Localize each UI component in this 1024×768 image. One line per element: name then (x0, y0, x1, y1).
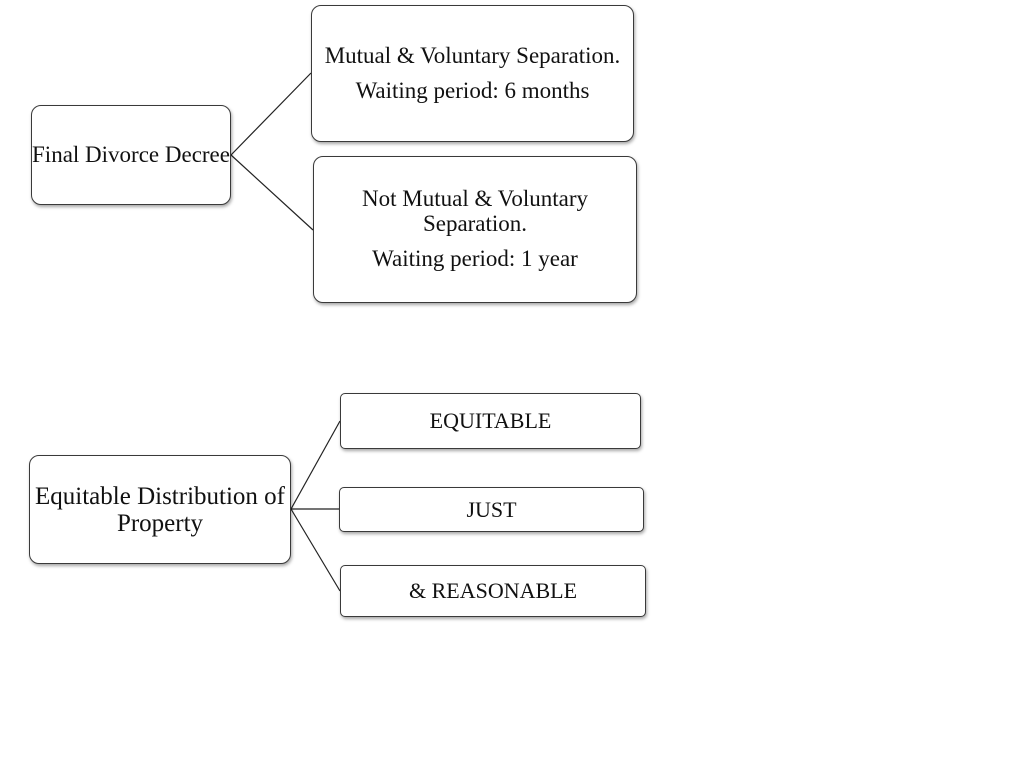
node-equitable-label: EQUITABLE (429, 408, 552, 434)
node-final-divorce-decree: Final Divorce Decree (31, 105, 231, 205)
node-equitable: EQUITABLE (340, 393, 641, 449)
connector-equitable-to-reasonable (290, 508, 341, 592)
connector-final-to-not-mutual (230, 154, 314, 231)
node-just: JUST (339, 487, 644, 532)
node-not-mutual-waiting-period: Waiting period: 1 year (372, 245, 578, 271)
node-equitable-distribution-label: Equitable Distribution of Property (35, 482, 285, 537)
connector-equitable-to-equitable (290, 420, 341, 510)
connector-final-to-mutual (230, 72, 312, 156)
node-mutual-voluntary-separation: Mutual & Voluntary Separation. Waiting p… (311, 5, 634, 142)
node-not-mutual-title: Not Mutual & Voluntary Separation. (362, 186, 588, 237)
node-mutual-title: Mutual & Voluntary Separation. (324, 42, 621, 68)
node-just-label: JUST (466, 496, 517, 522)
node-reasonable: & REASONABLE (340, 565, 646, 617)
node-not-mutual-voluntary-separation: Not Mutual & Voluntary Separation. Waiti… (313, 156, 637, 303)
node-final-divorce-decree-label: Final Divorce Decree (32, 141, 230, 167)
node-reasonable-label: & REASONABLE (408, 578, 578, 604)
node-equitable-distribution-of-property: Equitable Distribution of Property (29, 455, 291, 564)
node-mutual-waiting-period: Waiting period: 6 months (355, 77, 590, 103)
